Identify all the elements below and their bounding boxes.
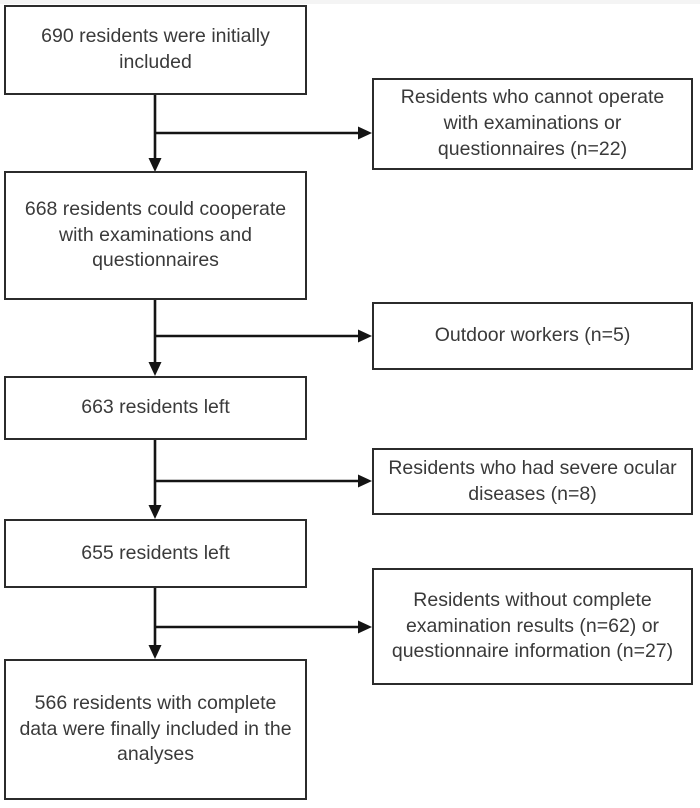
node-final-analysed-label: 566 residents with complete data were fi… bbox=[19, 691, 292, 766]
node-655-left[interactable]: 655 residents left bbox=[4, 519, 307, 588]
node-663-left[interactable]: 663 residents left bbox=[4, 376, 307, 440]
node-cooperate[interactable]: 668 residents could cooperate with exami… bbox=[4, 171, 307, 300]
exclusion-ocular-diseases-label: Residents who had severe ocular diseases… bbox=[388, 456, 677, 505]
arrowhead-n1-e1 bbox=[358, 126, 372, 140]
node-663-left-label: 663 residents left bbox=[81, 396, 230, 419]
exclusion-incomplete-data-label: Residents without complete examination r… bbox=[391, 588, 674, 663]
arrowhead-n2-e2 bbox=[358, 329, 372, 343]
arrowhead-n3-e3 bbox=[358, 474, 372, 488]
exclusion-cannot-operate-label: Residents who cannot operate with examin… bbox=[400, 86, 665, 160]
arrowhead-n4-n5 bbox=[148, 645, 162, 659]
node-cooperate-label: 668 residents could cooperate with exami… bbox=[24, 197, 287, 272]
arrowhead-n1-n2 bbox=[148, 158, 162, 172]
arrowhead-n2-n3 bbox=[148, 362, 162, 376]
exclusion-ocular-diseases[interactable]: Residents who had severe ocular diseases… bbox=[372, 448, 693, 515]
exclusion-incomplete-data[interactable]: Residents without complete examination r… bbox=[372, 568, 693, 685]
exclusion-outdoor-workers-label: Outdoor workers (n=5) bbox=[434, 324, 631, 347]
node-initial-included-label: 690 residents were initially included bbox=[41, 25, 270, 73]
node-final-analysed[interactable]: 566 residents with complete data were fi… bbox=[4, 659, 307, 800]
node-655-left-label: 655 residents left bbox=[81, 541, 230, 564]
exclusion-outdoor-workers[interactable]: Outdoor workers (n=5) bbox=[372, 302, 693, 370]
exclusion-cannot-operate[interactable]: Residents who cannot operate with examin… bbox=[372, 78, 693, 170]
arrowhead-n3-n4 bbox=[148, 505, 162, 519]
node-initial-included[interactable]: 690 residents were initially included bbox=[4, 5, 307, 95]
top-edge-strip bbox=[0, 0, 700, 4]
arrowhead-n4-e4 bbox=[358, 620, 372, 634]
